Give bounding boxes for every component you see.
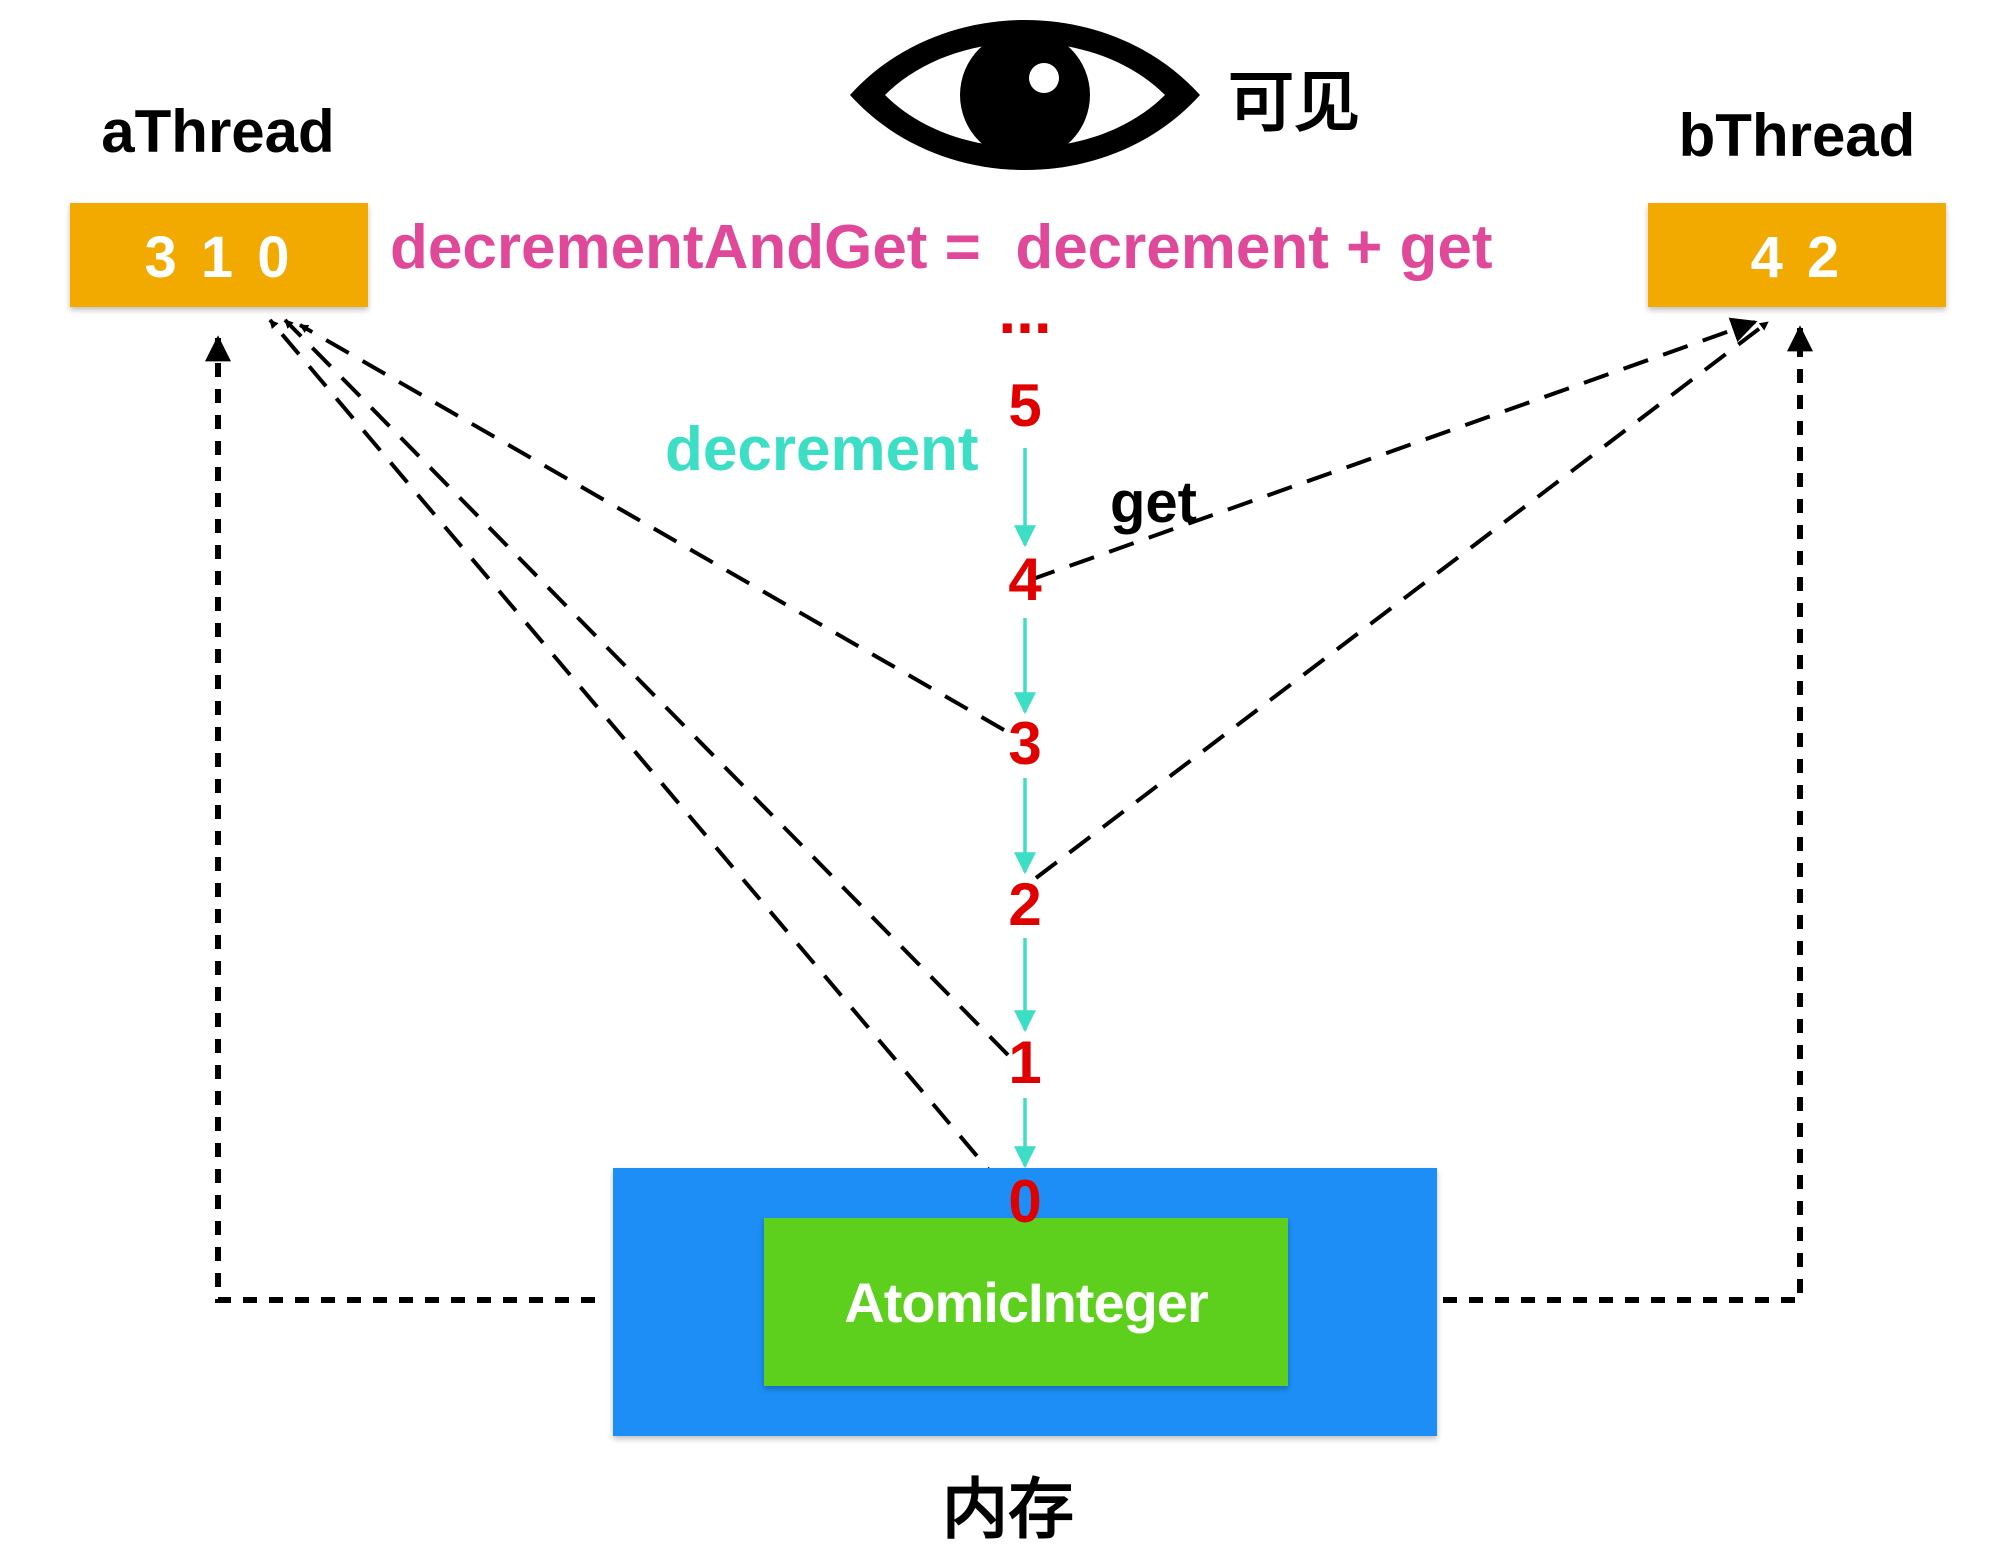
decrement-label: decrement xyxy=(665,415,979,484)
counter-digits: 0 1 2 3 4 5 ... xyxy=(998,275,1051,1235)
counter-value-5: 5 xyxy=(1008,372,1041,439)
bthread-values: 4 2 xyxy=(1751,225,1844,290)
formula-text: decrementAndGet = decrement + get xyxy=(390,213,1493,282)
counter-value-3: 3 xyxy=(1008,710,1041,777)
memory-to-threads-paths xyxy=(205,325,1813,1303)
arrow-3-to-athread xyxy=(299,323,1005,732)
counter-value-0: 0 xyxy=(1008,1168,1041,1235)
atomic-integer-label: AtomicInteger xyxy=(844,1271,1208,1334)
athread-title: aThread xyxy=(101,98,334,165)
counter-value-1: 1 xyxy=(1008,1029,1041,1096)
arrow-2-to-bthread xyxy=(1034,320,1770,880)
bthread-title: bThread xyxy=(1679,102,1916,169)
memory-caption: 内存 xyxy=(942,1472,1074,1546)
arrow-4-to-bthread xyxy=(1029,317,1758,582)
get-label: get xyxy=(1110,470,1197,535)
memory-to-bthread-path xyxy=(1443,325,1813,1303)
counter-ellipsis: ... xyxy=(998,275,1051,347)
counter-value-4: 4 xyxy=(1008,546,1042,613)
arrow-0-to-athread xyxy=(268,318,1006,1190)
counter-value-2: 2 xyxy=(1008,871,1041,938)
memory-to-athread-path xyxy=(205,335,595,1303)
atomic-integer-box: AtomicInteger xyxy=(764,1218,1288,1386)
visible-label: 可见 xyxy=(1228,65,1360,139)
athread-values: 3 1 0 xyxy=(145,225,294,290)
bthread-box: 4 2 xyxy=(1648,203,1946,307)
eye-icon xyxy=(850,20,1200,170)
get-arrows xyxy=(268,317,1770,1190)
arrow-1-to-athread xyxy=(283,318,1010,1057)
athread-box: 3 1 0 xyxy=(70,203,368,307)
